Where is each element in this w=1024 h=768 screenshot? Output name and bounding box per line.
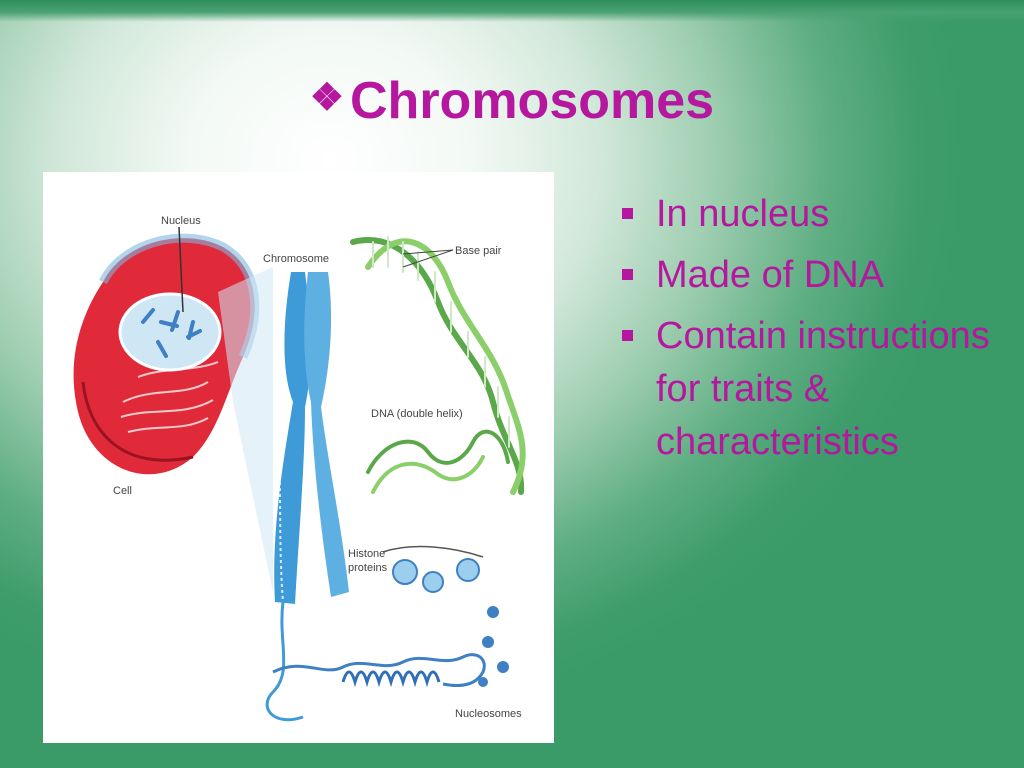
label-nucleosomes: Nucleosomes	[455, 708, 522, 720]
bullet-text: Contain instructions for traits & charac…	[656, 315, 990, 463]
square-bullet-icon	[622, 208, 633, 219]
bullet-text: In nucleus	[656, 193, 830, 235]
diamond-bullet-icon: ❖	[309, 77, 344, 119]
zoom-cone	[218, 267, 273, 592]
cell-illustration	[73, 233, 260, 475]
square-bullet-icon	[622, 269, 633, 280]
top-band	[0, 0, 1024, 22]
chromosome-diagram: Nucleus Cell Chromosome Base pair DNA (d…	[73, 215, 526, 722]
bullet-item: Contain instructions for traits & charac…	[620, 310, 1000, 469]
label-chromosome: Chromosome	[263, 253, 329, 265]
label-nucleus: Nucleus	[161, 215, 201, 227]
histone-illustration	[382, 545, 509, 687]
bullet-item: Made of DNA	[620, 249, 1000, 302]
label-histone: Histone	[348, 548, 385, 560]
label-dna: DNA (double helix)	[371, 408, 463, 420]
label-base-pair: Base pair	[455, 245, 502, 257]
chromosome-illustration	[265, 272, 349, 722]
chromatin-coil-illustration	[272, 653, 486, 688]
chromosome-figure: Nucleus Cell Chromosome Base pair DNA (d…	[43, 172, 554, 743]
bullet-item: In nucleus	[620, 188, 1000, 241]
square-bullet-icon	[622, 330, 633, 341]
label-cell: Cell	[113, 485, 132, 497]
bullet-list: In nucleus Made of DNA Contain instructi…	[620, 188, 1000, 477]
label-proteins: proteins	[348, 562, 388, 574]
slide-title-text: Chromosomes	[350, 72, 715, 130]
bullet-text: Made of DNA	[656, 254, 885, 296]
slide-title: ❖Chromosomes	[0, 62, 1024, 137]
dna-helix-illustration	[350, 236, 526, 495]
